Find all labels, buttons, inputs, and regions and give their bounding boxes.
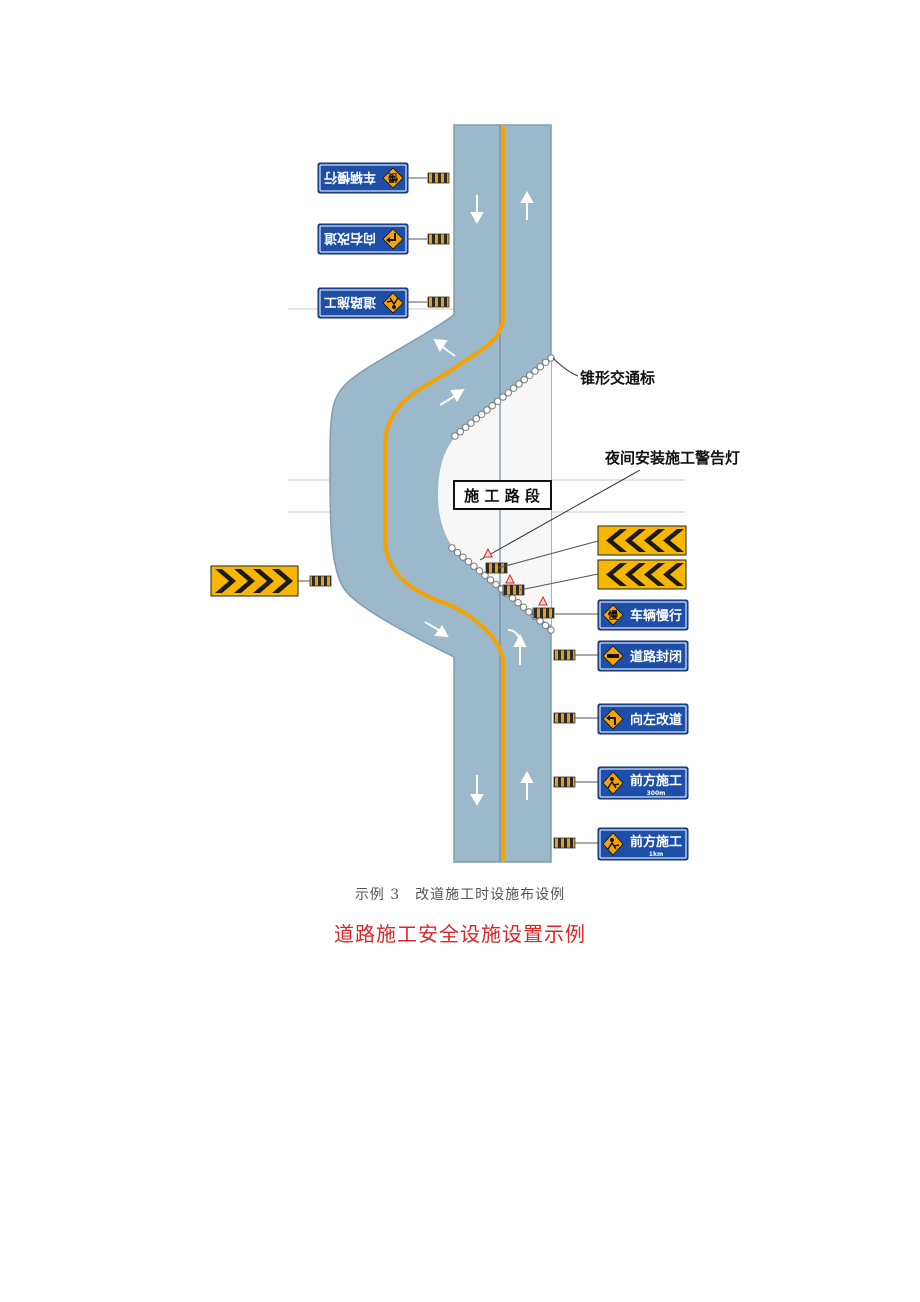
svg-text:慢: 慢: [387, 171, 398, 184]
arrow-down-top: [470, 195, 484, 225]
sign-slow-flipped-text: 车辆慢行: [324, 169, 376, 185]
traffic-cone: [456, 428, 464, 436]
sign-work-flipped: 道路施工: [317, 287, 409, 319]
barrier: [309, 575, 332, 587]
direction-arrows: [424, 190, 534, 807]
barrier: [553, 649, 576, 661]
traffic-cone: [504, 389, 512, 397]
traffic-cone: [478, 410, 486, 418]
sign-detour-left-text: 向左改道: [630, 712, 682, 728]
traffic-cone: [472, 415, 480, 423]
traffic-cone: [510, 384, 518, 392]
sign-slow: 慢 车辆慢行: [597, 599, 689, 631]
chevron-board-left: [210, 565, 299, 597]
arrow-up-top: [520, 190, 534, 220]
traffic-cone: [483, 406, 491, 414]
traffic-cone: [499, 393, 507, 401]
traffic-cone: [475, 567, 484, 575]
traffic-cone: [470, 562, 478, 570]
sign-work-ahead-1km: 前方施工 1km: [597, 827, 689, 861]
traffic-cone: [547, 626, 555, 634]
traffic-cone: [492, 580, 500, 589]
warning-lights: [483, 547, 548, 606]
svg-text:慢: 慢: [608, 609, 619, 622]
traffic-cone: [453, 548, 462, 557]
sign-slow-flipped: 慢 车辆慢行: [317, 162, 409, 194]
traffic-cone: [541, 621, 550, 630]
barrier: [553, 776, 576, 788]
traffic-cone: [519, 603, 528, 611]
barrier: [553, 712, 576, 724]
barrier: [502, 584, 525, 596]
traffic-cone: [508, 594, 517, 602]
detour-diagram: 施 工 路 段 锥形交通标 夜间安装施工警告灯: [210, 124, 740, 863]
barrier: [427, 296, 450, 308]
traffic-cone: [462, 423, 470, 431]
chevron-board-right-1: [597, 525, 687, 556]
traffic-cone: [515, 380, 523, 388]
arrow-upcurve: [507, 629, 527, 665]
arrow-upright: [439, 388, 465, 406]
sign-work-flipped-text: 道路施工: [324, 294, 376, 310]
arrow-up-bottom: [520, 770, 534, 800]
traffic-cone: [481, 571, 489, 579]
sign-road-closed: 道路封闭: [597, 640, 689, 672]
arrow-upleft: [433, 338, 456, 357]
traffic-cone: [520, 376, 528, 384]
traffic-cone: [536, 617, 544, 625]
barriers: [309, 172, 576, 849]
traffic-cone: [464, 558, 473, 566]
traffic-cone: [451, 432, 459, 440]
chevron-board-right-2: [597, 559, 687, 590]
traffic-cone: [459, 553, 467, 561]
traffic-cone: [547, 354, 555, 362]
cone-label: 锥形交通标: [580, 369, 655, 387]
sign-work-ahead-300m: 前方施工 300m: [597, 766, 689, 800]
sign-work-ahead-1km-text: 前方施工: [630, 834, 682, 850]
slow-icon: 慢: [382, 167, 404, 189]
slow-icon: 慢: [602, 604, 624, 626]
sign-work-ahead-1km-distance: 1km: [649, 851, 663, 858]
warning-light-label: 夜间安装施工警告灯: [604, 449, 740, 467]
sign-detour-right-flipped: 向右改道: [317, 223, 409, 255]
sign-road-closed-text: 道路封闭: [630, 649, 682, 665]
callouts: [479, 357, 641, 561]
arrow-downright: [424, 621, 449, 638]
figure-caption: 示例 3 改道施工时设施布设例: [354, 887, 566, 903]
road-closed-icon: [602, 645, 624, 667]
yellow-center-line: [383, 125, 505, 862]
arrow-down-bottom: [470, 775, 484, 807]
traffic-cone: [514, 599, 522, 607]
worker-icon: [382, 292, 404, 314]
sign-detour-right-flipped-text: 向右改道: [324, 230, 376, 246]
sign-detour-left: 向左改道: [597, 703, 689, 735]
figure-title: 道路施工安全设施设置示例: [334, 922, 586, 946]
sign-work-ahead-300m-distance: 300m: [647, 790, 666, 797]
barrier: [427, 233, 450, 245]
sign-connectors: [298, 177, 599, 844]
sign-slow-text: 车辆慢行: [630, 608, 682, 624]
detour-left-icon: [602, 708, 624, 730]
construction-label-box: 施 工 路 段: [453, 480, 552, 510]
traffic-cone: [448, 544, 456, 552]
barrier: [553, 837, 576, 849]
traffic-cone: [542, 358, 550, 366]
construction-label: 施 工 路 段: [464, 487, 540, 505]
traffic-cone: [536, 363, 544, 371]
worker-icon: [602, 832, 624, 856]
worker-icon: [602, 771, 624, 795]
traffic-cone: [494, 397, 502, 405]
traffic-cone: [486, 576, 495, 584]
traffic-cone: [488, 402, 496, 410]
barrier: [532, 607, 555, 619]
traffic-cone: [525, 608, 533, 616]
traffic-cone: [531, 367, 539, 375]
traffic-cone: [526, 371, 534, 379]
barrier: [427, 172, 450, 184]
detour-right-icon: [382, 228, 404, 250]
barrier: [485, 562, 508, 574]
traffic-cone: [467, 419, 475, 427]
sign-work-ahead-300m-text: 前方施工: [630, 773, 682, 789]
